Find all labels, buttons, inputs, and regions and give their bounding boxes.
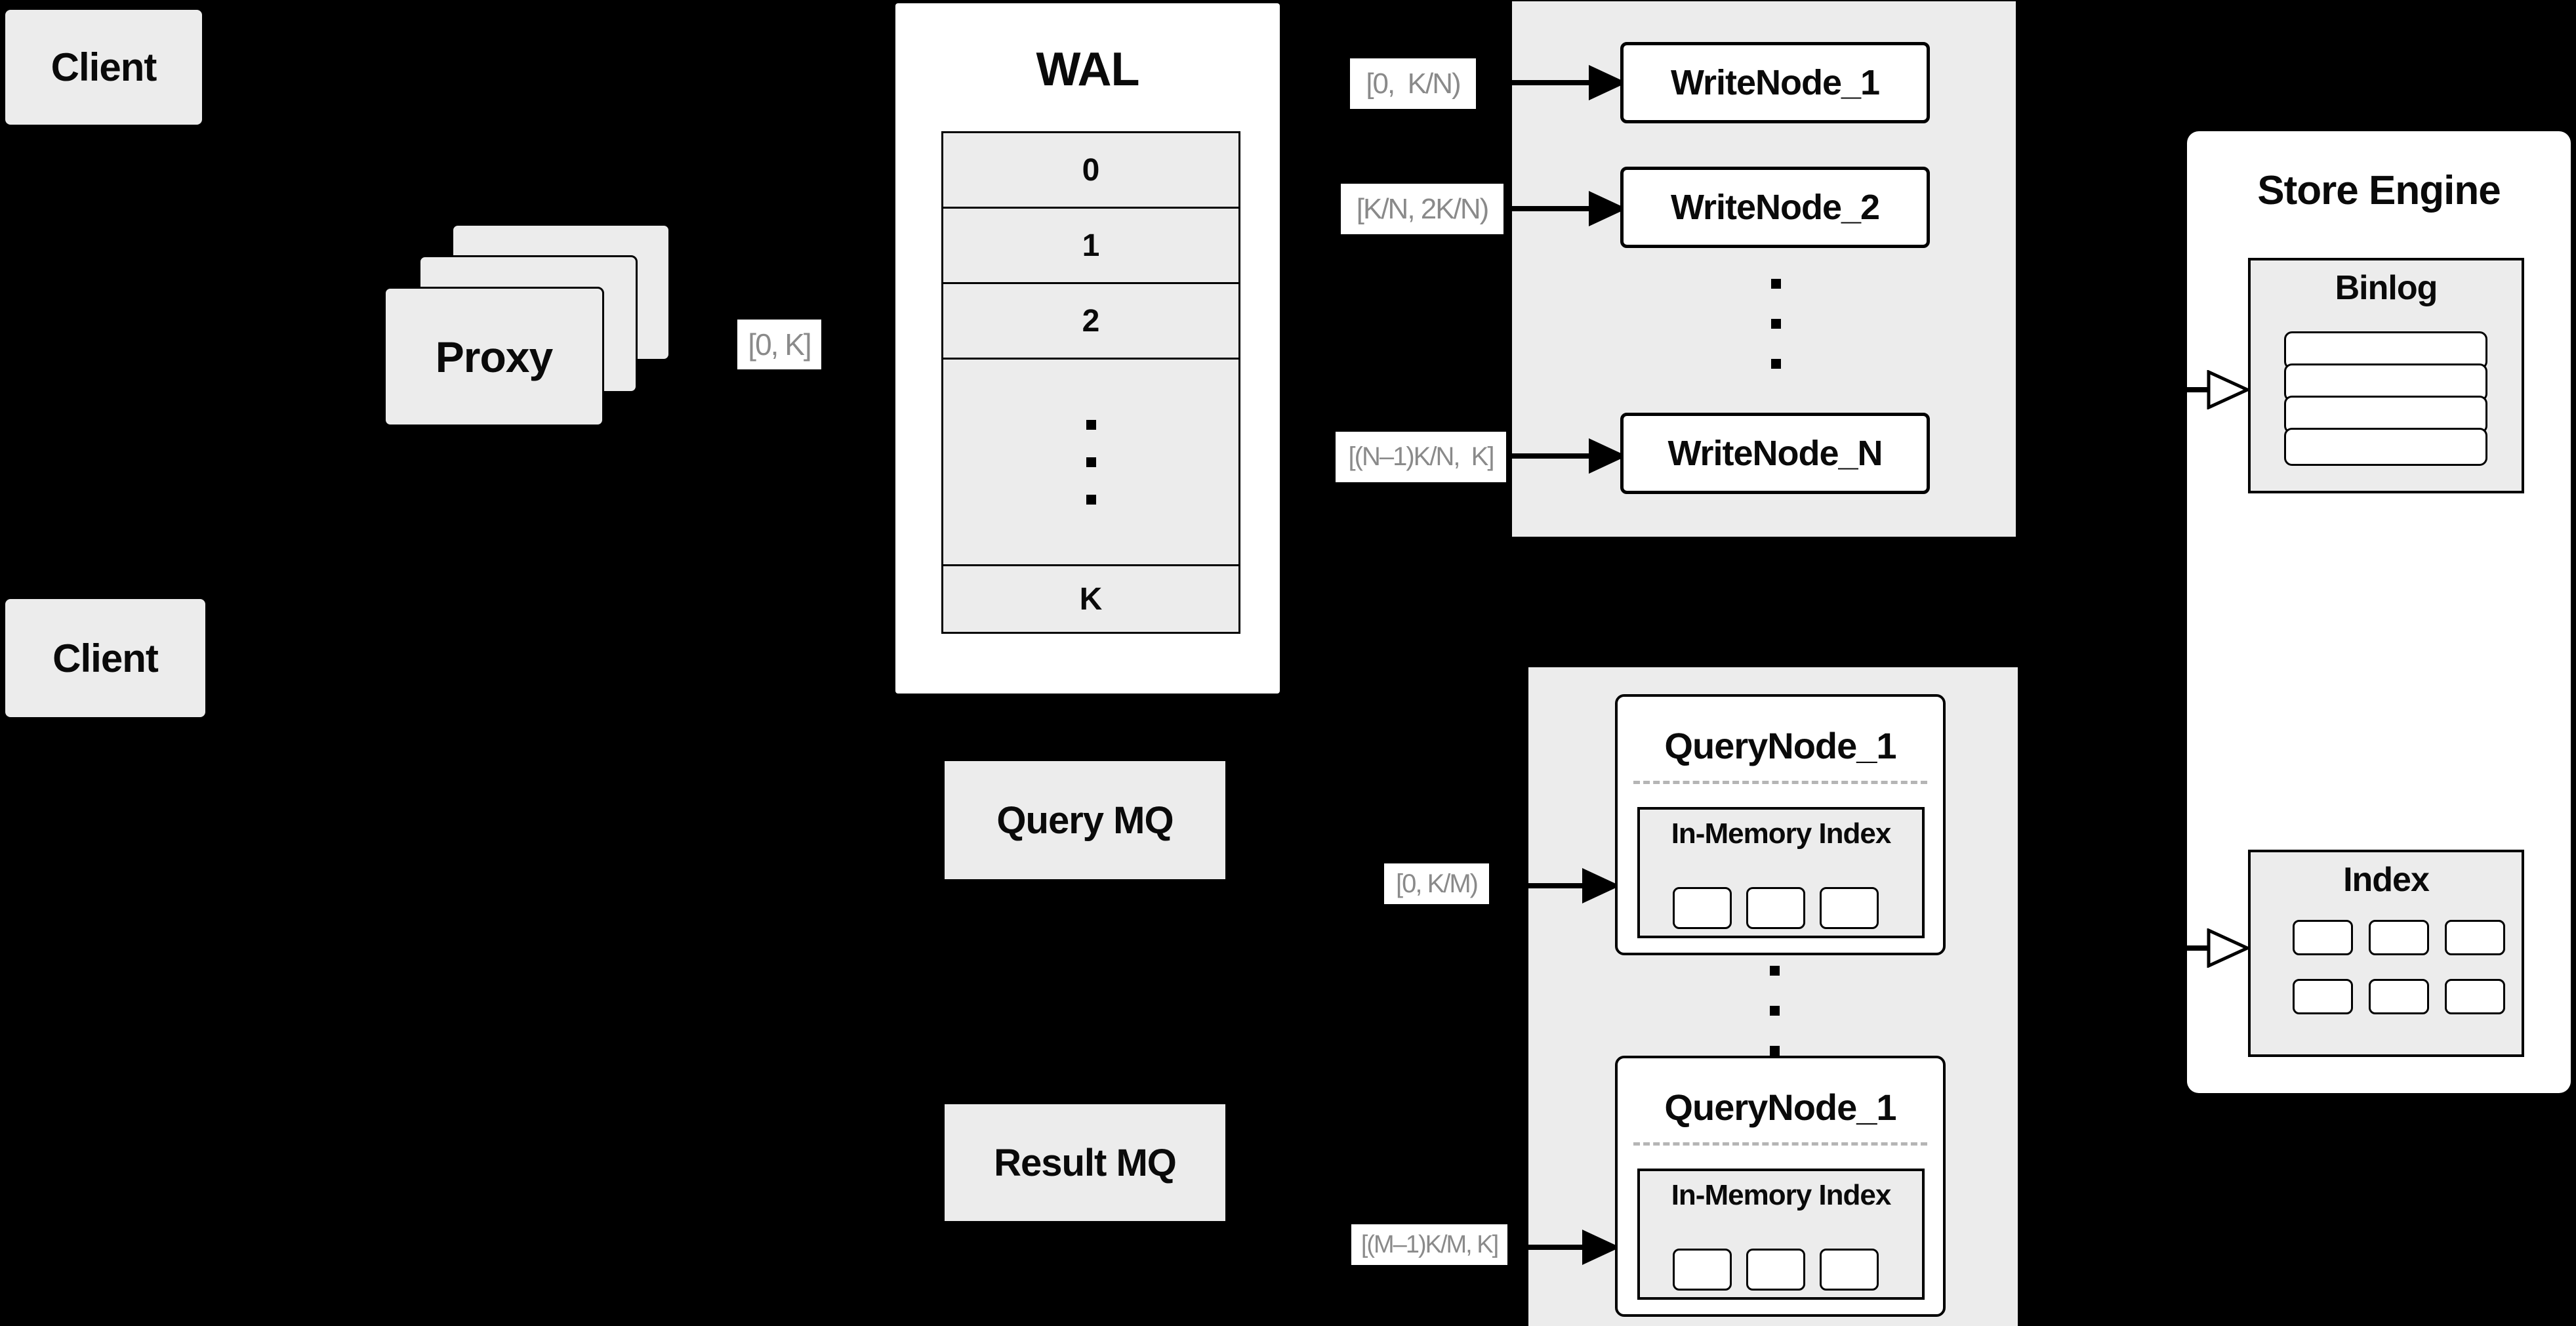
- hollow-arrowhead-binlog-icon: [2207, 370, 2250, 409]
- writenode-vertical-ellipsis-icon: [1771, 279, 1781, 369]
- segment-cell: [1746, 887, 1805, 929]
- index-cell: [2293, 979, 2353, 1014]
- wal-row-0: 0: [943, 133, 1238, 209]
- hollow-arrowhead-index-icon: [2207, 928, 2250, 968]
- range-chip-writenode-n-text: [(N–1)K/N, K]: [1348, 442, 1495, 471]
- wal-title: WAL: [1036, 43, 1140, 96]
- index-cell: [2369, 979, 2429, 1014]
- writenode-n-label: WriteNode_N: [1667, 434, 1883, 473]
- segment-cell: [1820, 1249, 1879, 1291]
- query-mq-label: Query MQ: [996, 798, 1174, 842]
- binlog-box: Binlog: [2248, 258, 2524, 493]
- segment-cell: [1820, 887, 1879, 929]
- index-cell: [2445, 979, 2505, 1014]
- wal-row-k: K: [943, 566, 1238, 632]
- segment-cell: [1673, 1249, 1732, 1291]
- writenode-2-box: WriteNode_2: [1620, 167, 1930, 248]
- result-mq-label: Result MQ: [994, 1141, 1177, 1184]
- writenode-2-label: WriteNode_2: [1670, 188, 1880, 227]
- binlog-row: [2284, 428, 2487, 466]
- querynode-bottom-title: QueryNode_1: [1664, 1087, 1896, 1128]
- writenode-1-label: WriteNode_1: [1670, 63, 1880, 102]
- client-bottom-label: Client: [52, 636, 159, 680]
- index-title: Index: [2343, 861, 2430, 899]
- index-box: Index: [2248, 850, 2524, 1057]
- arrow-to-writenode-1: [1479, 80, 1590, 85]
- arrow-to-writenode-2: [1506, 206, 1590, 211]
- arrow-to-querynode-bottom: [1509, 1245, 1584, 1250]
- segment-cell: [1746, 1249, 1805, 1291]
- index-cell: [2293, 920, 2353, 955]
- querynode-bottom-box: QueryNode_1 In-Memory Index: [1615, 1056, 1946, 1317]
- range-chip-writenode-2-text: [K/N, 2K/N): [1356, 192, 1489, 225]
- store-engine-box: Store Engine Binlog Index: [2187, 131, 2571, 1093]
- range-chip-querynode-bottom: [(M–1)K/M, K]: [1351, 1224, 1507, 1265]
- writenode-1-box: WriteNode_1: [1620, 42, 1930, 123]
- in-memory-index-title-bottom: In-Memory Index: [1671, 1179, 1892, 1211]
- proxy-label: Proxy: [435, 332, 553, 381]
- client-top-label: Client: [51, 45, 157, 89]
- arrow-to-index: [2168, 945, 2209, 951]
- querynode-vertical-ellipsis-icon: [1770, 966, 1780, 1056]
- dashed-divider: [1633, 1142, 1927, 1146]
- dashed-divider: [1633, 781, 1927, 784]
- arrowhead-querynode-top-icon: [1582, 868, 1620, 903]
- arrow-to-writenode-n: [1509, 453, 1590, 459]
- result-mq-box: Result MQ: [945, 1104, 1225, 1221]
- wal-row-1: 1: [943, 209, 1238, 284]
- writenode-n-box: WriteNode_N: [1620, 413, 1930, 494]
- range-chip-querynode-top-text: [0, K/M): [1395, 869, 1479, 898]
- querynode-top-title: QueryNode_1: [1664, 725, 1896, 766]
- wal-box: WAL 0 1 2 K: [895, 3, 1280, 694]
- range-chip-querynode-top: [0, K/M): [1384, 863, 1489, 904]
- range-chip-writenode-1-text: [0, K/N): [1366, 67, 1461, 100]
- wal-segment-table: 0 1 2 K: [941, 131, 1240, 634]
- in-memory-index-box-bottom: In-Memory Index: [1637, 1169, 1925, 1300]
- index-cell: [2369, 920, 2429, 955]
- arrow-to-binlog: [2168, 387, 2209, 392]
- store-engine-title: Store Engine: [2257, 168, 2501, 213]
- wal-vertical-ellipsis-icon: [943, 360, 1238, 566]
- index-cell: [2445, 920, 2505, 955]
- in-memory-index-title-top: In-Memory Index: [1671, 818, 1892, 850]
- range-chip-writenode-1: [0, K/N): [1350, 58, 1476, 109]
- in-memory-index-box-top: In-Memory Index: [1637, 807, 1925, 938]
- proxy-card-front: Proxy: [384, 287, 604, 426]
- range-chip-writenode-2: [K/N, 2K/N): [1341, 184, 1503, 234]
- arrow-to-querynode-top: [1490, 883, 1584, 888]
- range-chip-proxy-wal: [0, K]: [737, 320, 821, 369]
- query-mq-box: Query MQ: [945, 761, 1225, 879]
- range-chip-proxy-wal-text: [0, K]: [748, 327, 811, 362]
- arrowhead-querynode-bottom-icon: [1582, 1230, 1620, 1265]
- binlog-title: Binlog: [2335, 269, 2438, 307]
- binlog-row: [2284, 396, 2487, 434]
- querynode-top-box: QueryNode_1 In-Memory Index: [1615, 694, 1946, 955]
- range-chip-writenode-n: [(N–1)K/N, K]: [1336, 432, 1506, 482]
- client-box-top: Client: [5, 10, 202, 125]
- segment-cell: [1673, 887, 1732, 929]
- wal-row-2: 2: [943, 284, 1238, 360]
- client-box-bottom: Client: [5, 599, 205, 717]
- range-chip-querynode-bottom-text: [(M–1)K/M, K]: [1360, 1230, 1499, 1258]
